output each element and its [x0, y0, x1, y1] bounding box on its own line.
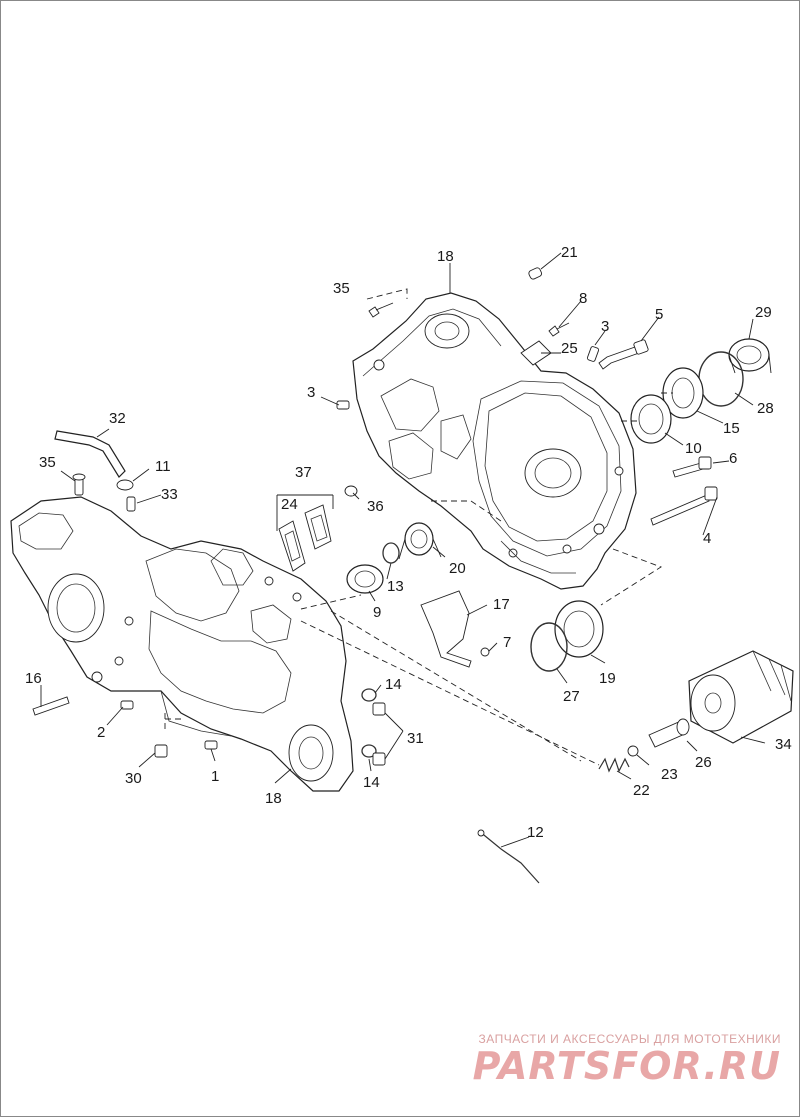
callout-13: 13: [387, 578, 404, 595]
bolt-6: [672, 456, 712, 478]
callout-20: 20: [449, 560, 466, 577]
callout-17: 17: [493, 596, 510, 613]
callout-35-top: 35: [333, 280, 350, 297]
callout-35-left: 35: [39, 454, 56, 471]
bearing-19: [554, 600, 604, 658]
callout-12: 12: [527, 824, 544, 841]
fitting-31-top: [372, 702, 386, 716]
fitting-31-bottom: [372, 752, 386, 766]
callout-4: 4: [703, 530, 711, 547]
guide-plate-24: [278, 520, 306, 572]
callout-32: 32: [109, 410, 126, 427]
callout-6: 6: [729, 450, 737, 467]
callout-18-bottom: 18: [265, 790, 282, 807]
dowel-2: [120, 700, 134, 710]
dowel-3-left: [336, 400, 350, 410]
bolt-4: [650, 486, 718, 526]
retaining-ring-27: [530, 622, 568, 672]
bolt-35-left: [72, 473, 86, 496]
spring-22: [598, 757, 630, 773]
callout-8: 8: [579, 290, 587, 307]
check-valve-26: [648, 718, 690, 748]
watermark: ЗАПЧАСТИ И АКСЕССУАРЫ ДЛЯ МОТОТЕХНИКИ PA…: [461, 1032, 781, 1088]
bolt-35-top: [368, 302, 394, 318]
callout-10: 10: [685, 440, 702, 457]
oil-filter-34: [688, 650, 794, 744]
callout-3-left: 3: [307, 384, 315, 401]
right-crankcase-half: [352, 292, 637, 590]
callout-21: 21: [561, 244, 578, 261]
callout-37: 37: [295, 464, 312, 481]
callout-29: 29: [755, 304, 772, 321]
callout-19: 19: [599, 670, 616, 687]
callout-22: 22: [633, 782, 650, 799]
spacer-10: [630, 394, 672, 444]
wire-12: [477, 829, 540, 884]
bearing-race-20: [398, 522, 442, 560]
bushing-9: [346, 564, 384, 594]
callout-14-bottom: 14: [363, 774, 380, 791]
fitting-33: [126, 496, 136, 512]
leader-lines: [40, 252, 766, 848]
watermark-logo: PARTSFOR.RU: [472, 1044, 781, 1089]
dowel-pin-21: [528, 267, 543, 280]
callout-14-top: 14: [385, 676, 402, 693]
callout-31: 31: [407, 730, 424, 747]
left-crankcase-half: [10, 496, 354, 792]
watermark-tagline: ЗАПЧАСТИ И АКСЕССУАРЫ ДЛЯ МОТОТЕХНИКИ: [478, 1032, 781, 1047]
callout-25: 25: [561, 340, 578, 357]
callout-3-right: 3: [601, 318, 609, 335]
callout-7: 7: [503, 634, 511, 651]
callout-5: 5: [655, 306, 663, 323]
o-ring-14-bottom: [361, 744, 377, 758]
callout-30: 30: [125, 770, 142, 787]
retaining-ring-13: [382, 542, 400, 564]
plug-30: [154, 744, 168, 758]
bracket-17: [420, 590, 472, 668]
bolt-5: [598, 339, 649, 370]
callout-36: 36: [367, 498, 384, 515]
dowel-1: [204, 740, 218, 750]
callout-33: 33: [161, 486, 178, 503]
bushing-29: [728, 338, 772, 374]
callout-16: 16: [25, 670, 42, 687]
callout-27: 27: [563, 688, 580, 705]
callout-18-top: 18: [437, 248, 454, 265]
retaining-ring-28: [698, 351, 744, 407]
ball-23: [627, 745, 639, 757]
callout-2: 2: [97, 724, 105, 741]
callout-28: 28: [757, 400, 774, 417]
callout-11: 11: [155, 458, 171, 475]
callout-26: 26: [695, 754, 712, 771]
callout-1: 1: [211, 768, 219, 785]
screw-8: [548, 322, 570, 337]
screw-36: [344, 485, 358, 497]
clamp-11: [116, 479, 134, 491]
callout-34: 34: [775, 736, 792, 753]
callout-9: 9: [373, 604, 381, 621]
screw-7: [480, 647, 490, 657]
guide-plate-37: [304, 504, 332, 550]
callout-23: 23: [661, 766, 678, 783]
breather-hose-32: [54, 430, 126, 478]
callout-15: 15: [723, 420, 740, 437]
stud-16: [32, 696, 70, 716]
dowel-3-right: [586, 346, 600, 362]
callout-labels: 18 21 35 8 3 5 29 25 3 28 15 10 6 32 35 …: [25, 244, 792, 841]
o-ring-14-top: [361, 688, 377, 702]
callout-24: 24: [281, 496, 298, 513]
